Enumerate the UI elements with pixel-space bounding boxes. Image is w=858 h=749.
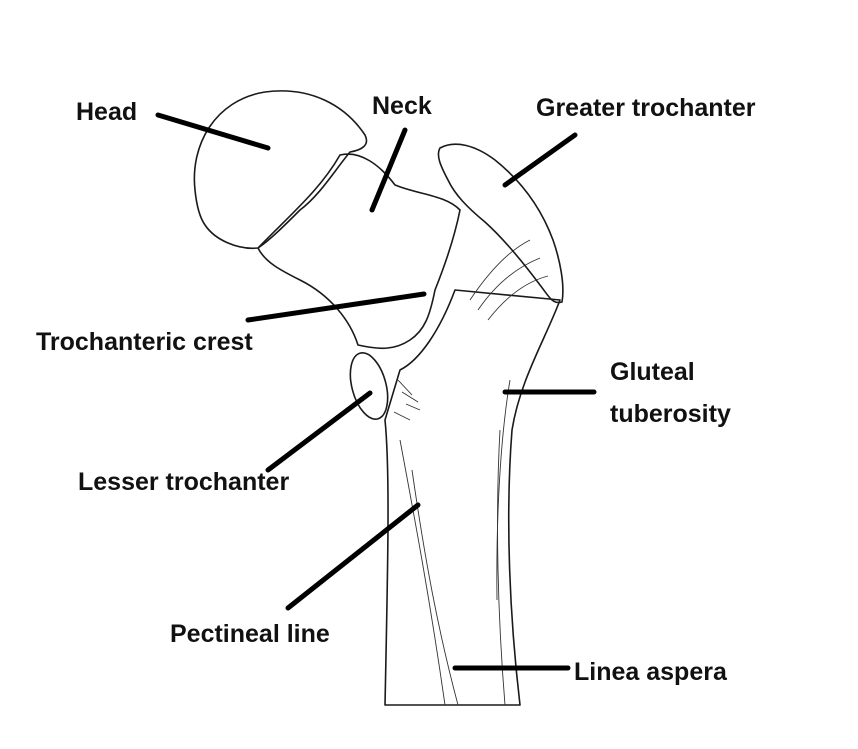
shaft-hatch [393, 379, 421, 421]
lesser-trochanter-region [349, 352, 389, 420]
shaft-hatch [497, 429, 506, 706]
shaft-hatch [487, 275, 549, 321]
leader-line-greater-trochanter [502, 132, 578, 188]
shaft-hatch [469, 239, 531, 301]
leader-line-pectineal-line [285, 502, 421, 611]
shaft-hatch [399, 439, 446, 706]
label-gluteal-tuberosity-line2: tuberosity [610, 400, 731, 428]
shaft-hatch [477, 257, 541, 311]
head-region [193, 90, 368, 250]
neck-region [257, 153, 461, 350]
shaft-outline [384, 289, 561, 706]
label-pectineal-line: Pectineal line [170, 620, 330, 648]
label-head: Head [76, 98, 138, 126]
greater-trochanter-region [437, 143, 564, 304]
label-greater-trochanter: Greater trochanter [536, 94, 756, 122]
leader-line-trochanteric-crest [245, 291, 427, 323]
label-neck: Neck [372, 92, 432, 120]
leader-line-head [155, 112, 271, 151]
shaft-hatch [496, 379, 511, 601]
label-gluteal-tuberosity-line1: Gluteal [610, 358, 695, 386]
label-trochanteric-crest: Trochanteric crest [36, 328, 253, 356]
leader-line-lesser-trochanter [265, 390, 373, 473]
femur-shaft [384, 239, 561, 706]
label-lesser-trochanter: Lesser trochanter [78, 468, 290, 496]
label-linea-aspera: Linea aspera [574, 658, 727, 686]
leader-line-neck [369, 127, 408, 213]
